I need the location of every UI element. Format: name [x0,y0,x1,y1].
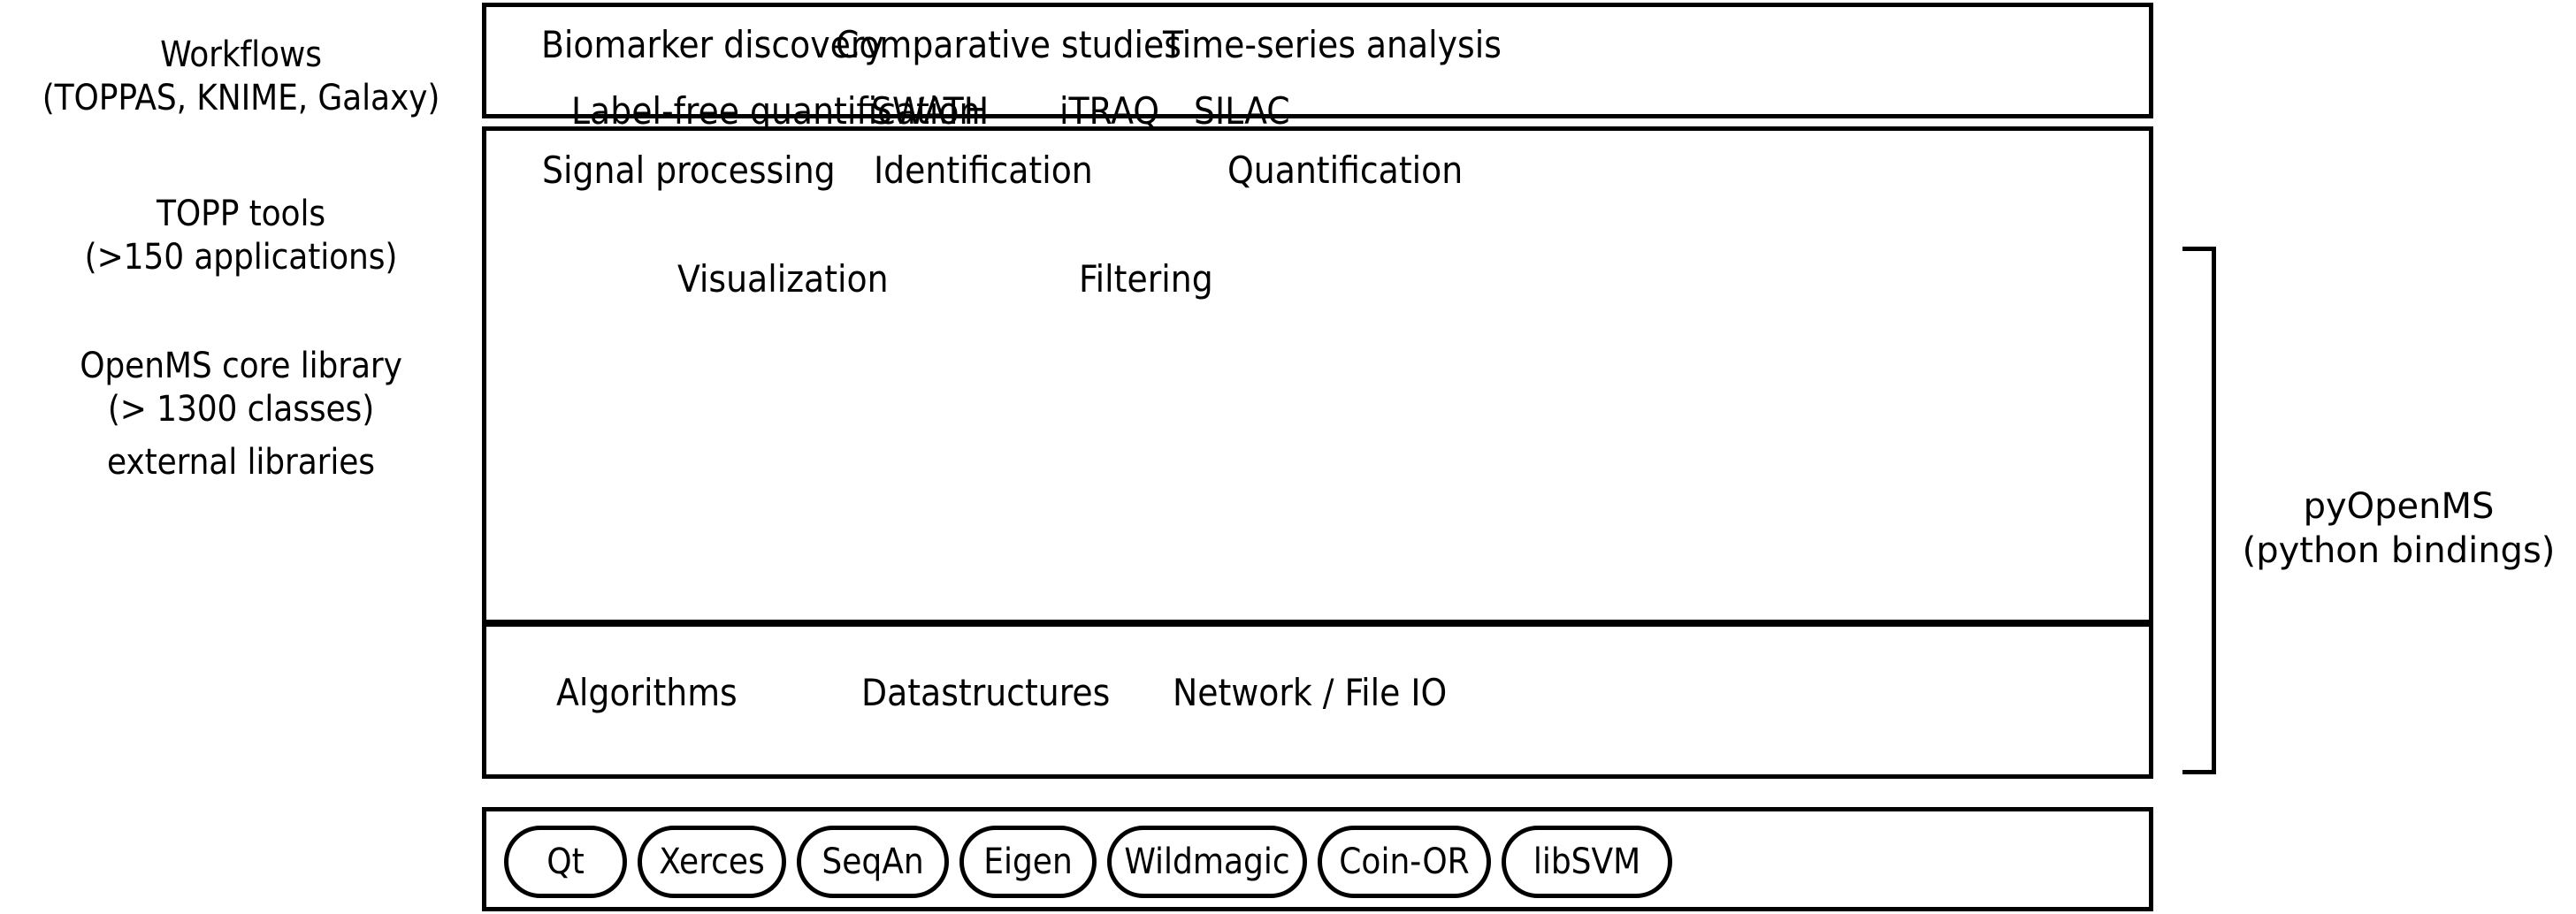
layer-box-topp-tools: Signal processing Identification Quantif… [482,126,2153,624]
layer-label-external-libraries: external libraries [107,442,375,483]
layer-box-external-libraries: Qt Xerces SeqAn Eigen Wildmagic Coin-OR … [482,807,2153,911]
external-library-pill-xerces: Xerces [638,826,786,898]
workflow-item-swath: SWATH [871,89,990,133]
layer-label-workflows: Workflows (TOPPAS, KNIME, Galaxy) [42,34,440,118]
bracket-top-tick [2182,247,2216,251]
topp-item-identification: Identification [874,149,1093,192]
external-library-pill-eigen: Eigen [959,826,1097,898]
workflow-item-itraq: iTRAQ [1059,89,1159,133]
core-item-algorithms: Algorithms [556,671,738,714]
external-library-pill-coin-or: Coin-OR [1318,826,1491,898]
layer-label-topp-tools: TOPP tools (>150 applications) [84,194,398,278]
layer-box-openms-core-library: Algorithms Datastructures Network / File… [482,622,2153,779]
workflow-item-silac: SILAC [1194,89,1290,133]
workflow-item-biomarker-discovery: Biomarker discovery [541,23,884,66]
workflow-item-time-series-analysis: Time-series analysis [1163,23,1502,66]
topp-item-signal-processing: Signal processing [542,149,836,192]
external-library-pill-wildmagic: Wildmagic [1107,826,1307,898]
layer-label-openms-core-library: OpenMS core library (> 1300 classes) [80,346,402,430]
topp-item-filtering: Filtering [1079,257,1213,301]
workflow-item-comparative-studies: Comparative studies [836,23,1181,66]
bracket-vertical-line [2212,247,2216,774]
external-library-pill-libsvm: libSVM [1502,826,1672,898]
pyopenms-annotation-label: pyOpenMS (python bindings) [2242,486,2556,571]
layer-box-workflows: Biomarker discovery Comparative studies … [482,3,2153,130]
topp-item-quantification: Quantification [1227,149,1464,192]
core-item-network-file-io: Network / File IO [1173,671,1448,714]
bracket-bottom-tick [2182,770,2216,774]
external-library-pill-qt: Qt [504,826,627,898]
workflow-item-label-free-quantification: Label-free quantification [571,89,981,133]
external-library-pill-strip: Qt Xerces SeqAn Eigen Wildmagic Coin-OR … [504,826,1672,898]
pyopenms-bracket-icon [2182,247,2216,774]
core-item-datastructures: Datastructures [861,671,1111,714]
topp-item-visualization: Visualization [677,257,889,301]
external-library-pill-seqan: SeqAn [797,826,949,898]
